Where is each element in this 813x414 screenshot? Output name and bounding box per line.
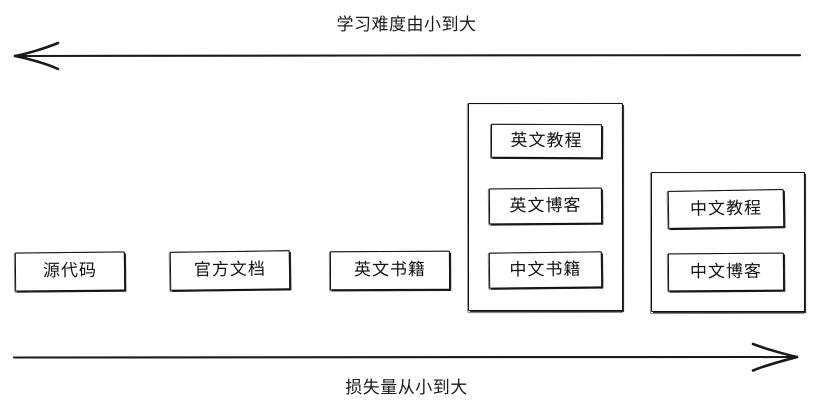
node-box-source-code[interactable]: 源代码 bbox=[14, 251, 126, 292]
node-box-chinese-books[interactable]: 中文书籍 bbox=[488, 251, 603, 289]
node-label: 中文教程 bbox=[689, 197, 763, 220]
arrow-left-icon bbox=[13, 41, 802, 71]
node-box-english-books[interactable]: 英文书籍 bbox=[329, 250, 451, 291]
node-label: 英文书籍 bbox=[353, 259, 427, 281]
node-box-english-blog[interactable]: 英文博客 bbox=[488, 187, 603, 225]
node-label: 源代码 bbox=[42, 260, 98, 282]
node-box-english-tutorial[interactable]: 英文教程 bbox=[490, 123, 603, 159]
arrow-right-icon bbox=[12, 342, 799, 372]
node-box-chinese-blog[interactable]: 中文博客 bbox=[667, 252, 785, 292]
node-label: 中文博客 bbox=[689, 261, 763, 282]
node-box-chinese-tutorial[interactable]: 中文教程 bbox=[667, 189, 785, 229]
bottom-axis-label: 损失量从小到大 bbox=[345, 378, 468, 398]
node-label: 官方文档 bbox=[193, 259, 267, 281]
node-label: 英文教程 bbox=[510, 130, 583, 151]
top-axis-label: 学习难度由小到大 bbox=[336, 15, 477, 35]
node-label: 中文书籍 bbox=[509, 259, 582, 280]
node-box-official-docs[interactable]: 官方文档 bbox=[169, 250, 291, 291]
node-label: 英文博客 bbox=[509, 195, 582, 216]
